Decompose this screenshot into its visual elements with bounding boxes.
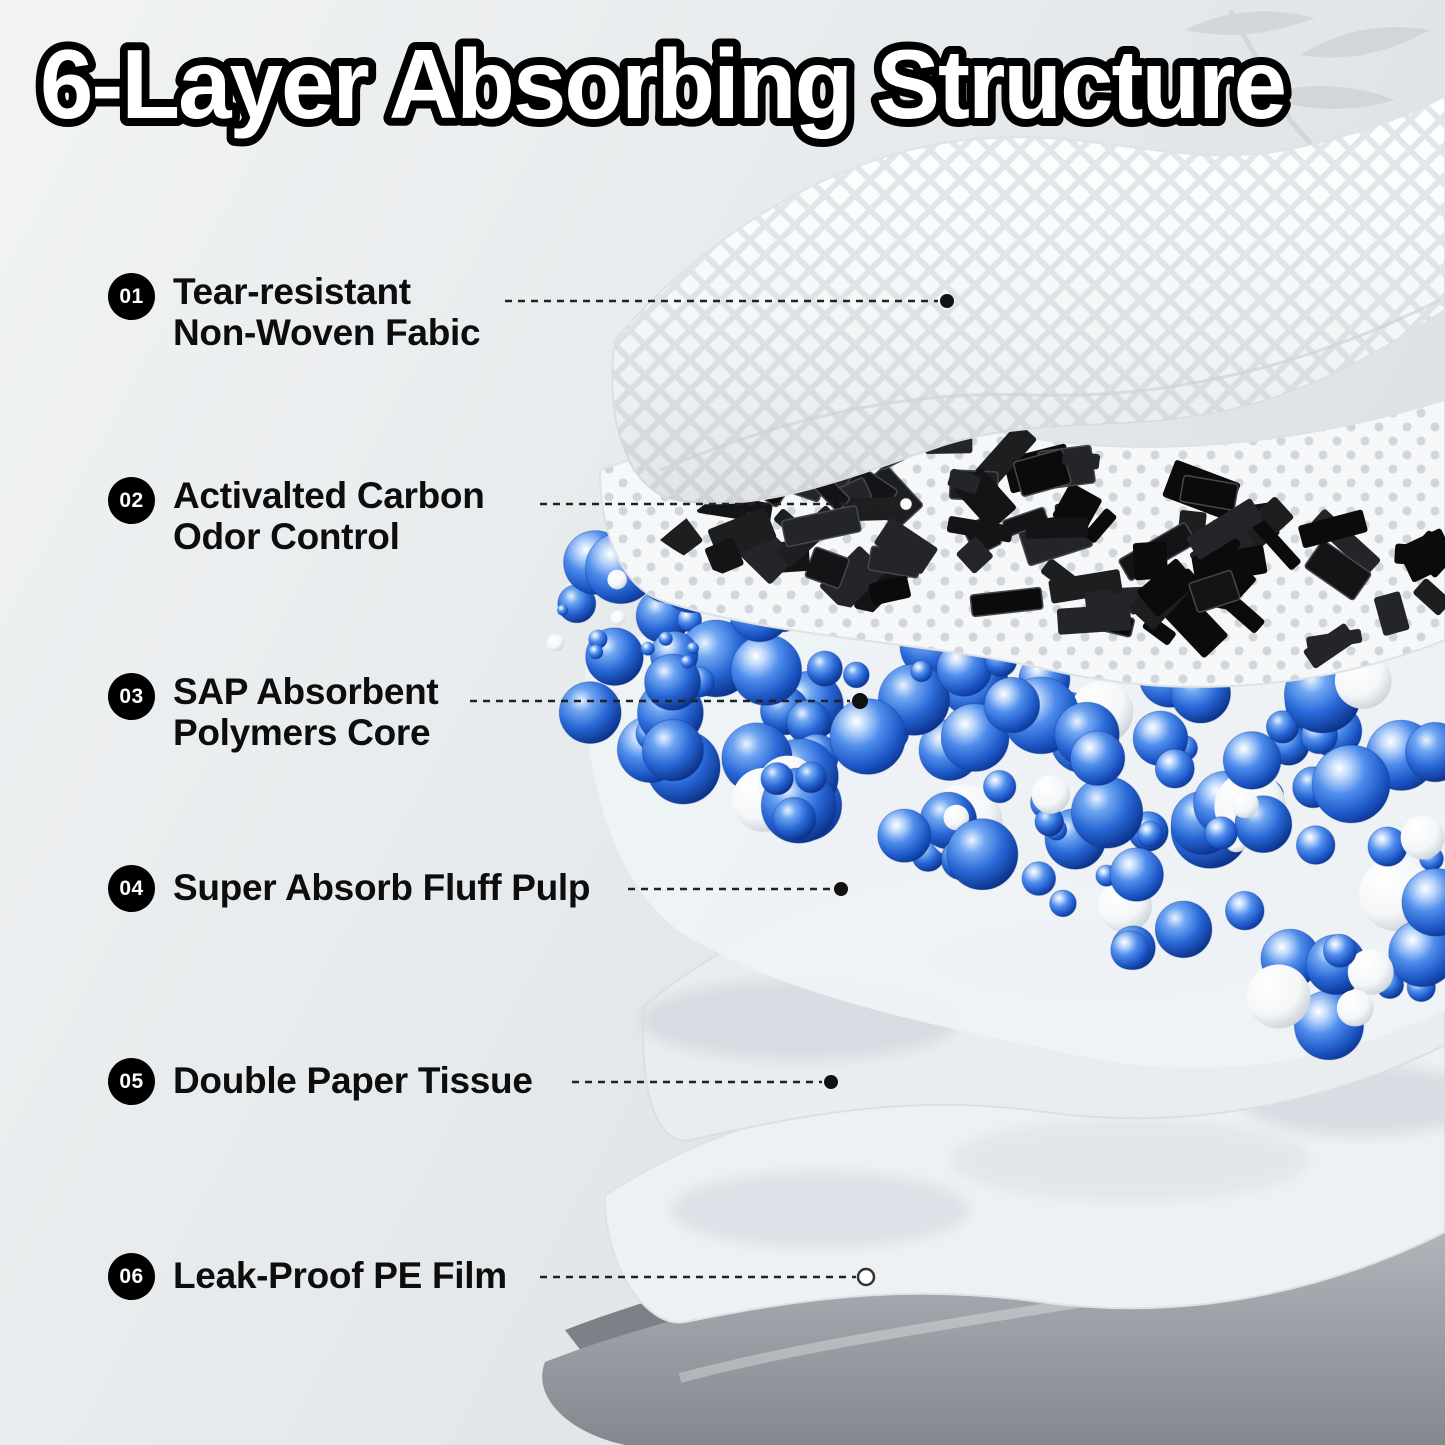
layer-number-badge-1: 01 xyxy=(108,273,155,320)
leader-line-4 xyxy=(628,882,848,896)
layer-row-4: 04 Super Absorb Fluff Pulp xyxy=(108,865,591,912)
layer-label-4: Super Absorb Fluff Pulp xyxy=(173,867,591,909)
layer-number-badge-2: 02 xyxy=(108,477,155,524)
layer-row-1: 01 Tear-resistant Non-Woven Fabic xyxy=(108,271,481,353)
leader-line-6 xyxy=(540,1267,876,1287)
leader-line-3 xyxy=(470,693,868,709)
layer-row-5: 05 Double Paper Tissue xyxy=(108,1058,533,1105)
layer-row-6: 06 Leak-Proof PE Film xyxy=(108,1253,507,1300)
layer-label-3: SAP Absorbent Polymers Core xyxy=(173,671,439,753)
layer-number-badge-3: 03 xyxy=(108,673,155,720)
layer-label-5: Double Paper Tissue xyxy=(173,1060,533,1102)
layer-number-badge-6: 06 xyxy=(108,1253,155,1300)
layer-label-1: Tear-resistant Non-Woven Fabic xyxy=(173,271,481,353)
page-title: 6-Layer Absorbing Structure xyxy=(40,29,1285,139)
layer-row-3: 03 SAP Absorbent Polymers Core xyxy=(108,671,439,753)
layer-label-6: Leak-Proof PE Film xyxy=(173,1255,507,1297)
layer-illustration-nonwoven-mesh xyxy=(611,94,1445,505)
layer-row-2: 02 Activalted Carbon Odor Control xyxy=(108,475,485,557)
layer-label-2: Activalted Carbon Odor Control xyxy=(173,475,485,557)
layer-number-badge-5: 05 xyxy=(108,1058,155,1105)
leader-lines xyxy=(470,294,954,1287)
leader-line-2 xyxy=(540,495,915,513)
leader-line-1 xyxy=(505,294,954,308)
layer-number-badge-4: 04 xyxy=(108,865,155,912)
leader-line-5 xyxy=(572,1075,838,1089)
